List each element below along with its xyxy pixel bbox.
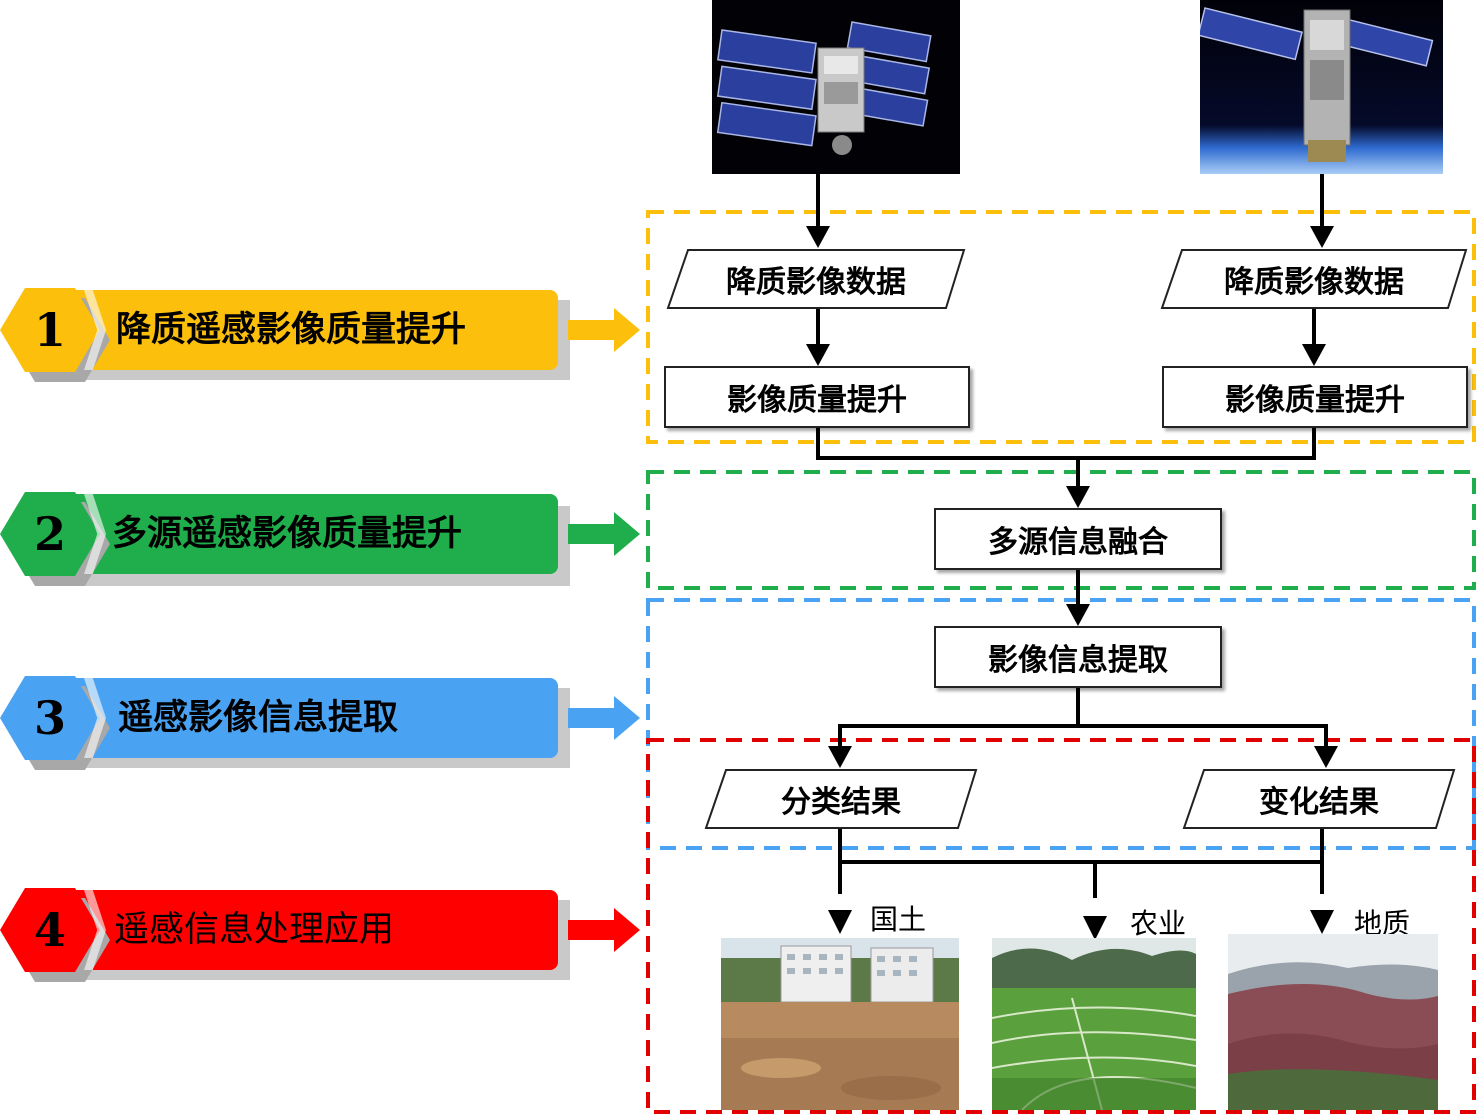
stage-1-number: 1 (33, 303, 66, 357)
arrow-right-icon (568, 512, 640, 556)
input-right-label: 降质影像数据 (1224, 265, 1404, 300)
arrow-right-icon (568, 696, 640, 740)
region-blue (646, 598, 1476, 850)
classification-label: 分类结果 (781, 785, 901, 820)
geology-photo (1228, 934, 1438, 1110)
input-right: 降质影像数据 (1160, 248, 1468, 310)
arrow-right-icon (568, 308, 640, 352)
app-label-land: 国土 (870, 903, 927, 936)
change-result: 变化结果 (1182, 768, 1456, 830)
stage-2: 2 多源遥感影像质量提升 (0, 492, 640, 594)
extraction-box: 影像信息提取 (934, 626, 1222, 688)
app-label-agriculture: 农业 (1130, 907, 1187, 940)
region-red (646, 738, 1476, 1114)
classification-result: 分类结果 (704, 768, 978, 830)
enhance-left: 影像质量提升 (664, 366, 970, 428)
stage-3-label: 遥感影像信息提取 (118, 698, 399, 738)
enhance-right: 影像质量提升 (1162, 366, 1468, 428)
satellite-image-right (1200, 0, 1443, 174)
region-green (646, 470, 1476, 590)
stage-1: 1 降质遥感影像质量提升 (0, 288, 640, 390)
stage-2-number: 2 (33, 507, 66, 561)
satellite-icon (712, 0, 960, 174)
stage-3-number: 3 (33, 691, 66, 745)
stage-2-label: 多源遥感影像质量提升 (112, 514, 463, 554)
input-left-label: 降质影像数据 (726, 265, 906, 300)
fusion-box: 多源信息融合 (934, 508, 1222, 570)
arrow-right-icon (568, 908, 640, 952)
change-label: 变化结果 (1259, 785, 1379, 820)
input-left: 降质影像数据 (666, 248, 966, 310)
stage-3: 3 遥感影像信息提取 (0, 676, 640, 778)
satellite-image-left (712, 0, 960, 174)
stage-1-label: 降质遥感影像质量提升 (116, 310, 467, 350)
stage-4-number: 4 (33, 903, 66, 957)
stage-4: 4 遥感信息处理应用 (0, 888, 640, 990)
agriculture-photo (992, 938, 1196, 1110)
satellite-icon (1200, 0, 1443, 174)
region-yellow (646, 210, 1476, 444)
land-photo (721, 938, 959, 1110)
stage-4-label: 遥感信息处理应用 (114, 910, 395, 950)
